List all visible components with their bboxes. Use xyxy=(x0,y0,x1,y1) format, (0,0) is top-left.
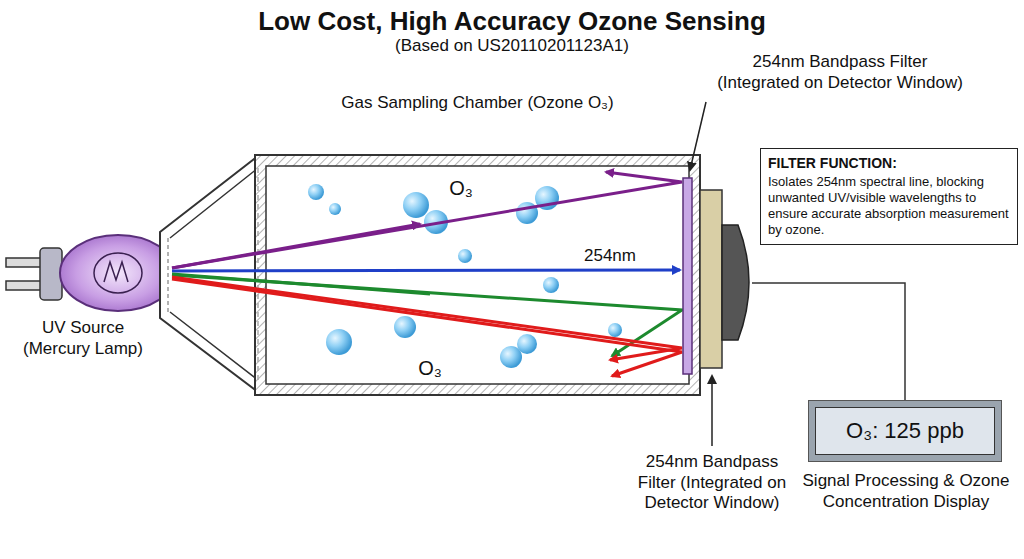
box-heading: FILTER FUNCTION: xyxy=(768,155,1010,172)
chamber-heading: Gas Sampling Chamber (Ozone O₃) xyxy=(315,93,640,114)
box-body: Isolates 254nm spectral line, blocking u… xyxy=(768,174,1010,237)
display-heading: Signal Processing & Ozone Concentration … xyxy=(793,471,1019,512)
gas-chamber: Gas Sampling Chamber (Ozone O₃) xyxy=(255,155,700,395)
filter-label: 254nm Bandpass Filter (Integrated on Det… xyxy=(690,52,990,93)
display-screen: O₃: 125 ppb xyxy=(815,407,995,455)
gas-label: O₃ xyxy=(436,176,486,200)
gas-label: O₃ xyxy=(405,356,455,380)
filter-label: 254nm Bandpass Filter (Integrated on Det… xyxy=(632,452,792,514)
subtitle: (Based on US20110201123A1) xyxy=(312,36,712,57)
diagram-title: Low Cost, High Accuracy Ozone Sensing xyxy=(0,6,1024,38)
wavelength-label: 254nm xyxy=(575,246,645,267)
display-readout: O₃: 125 ppb xyxy=(846,418,964,445)
source-label: UV Source (Mercury Lamp) xyxy=(8,318,158,359)
filter-function-box: FILTER FUNCTION: Isolates 254nm spectral … xyxy=(760,148,1018,245)
display-box: O₃: 125 ppbSignal Processing & Ozone Con… xyxy=(808,400,1002,462)
